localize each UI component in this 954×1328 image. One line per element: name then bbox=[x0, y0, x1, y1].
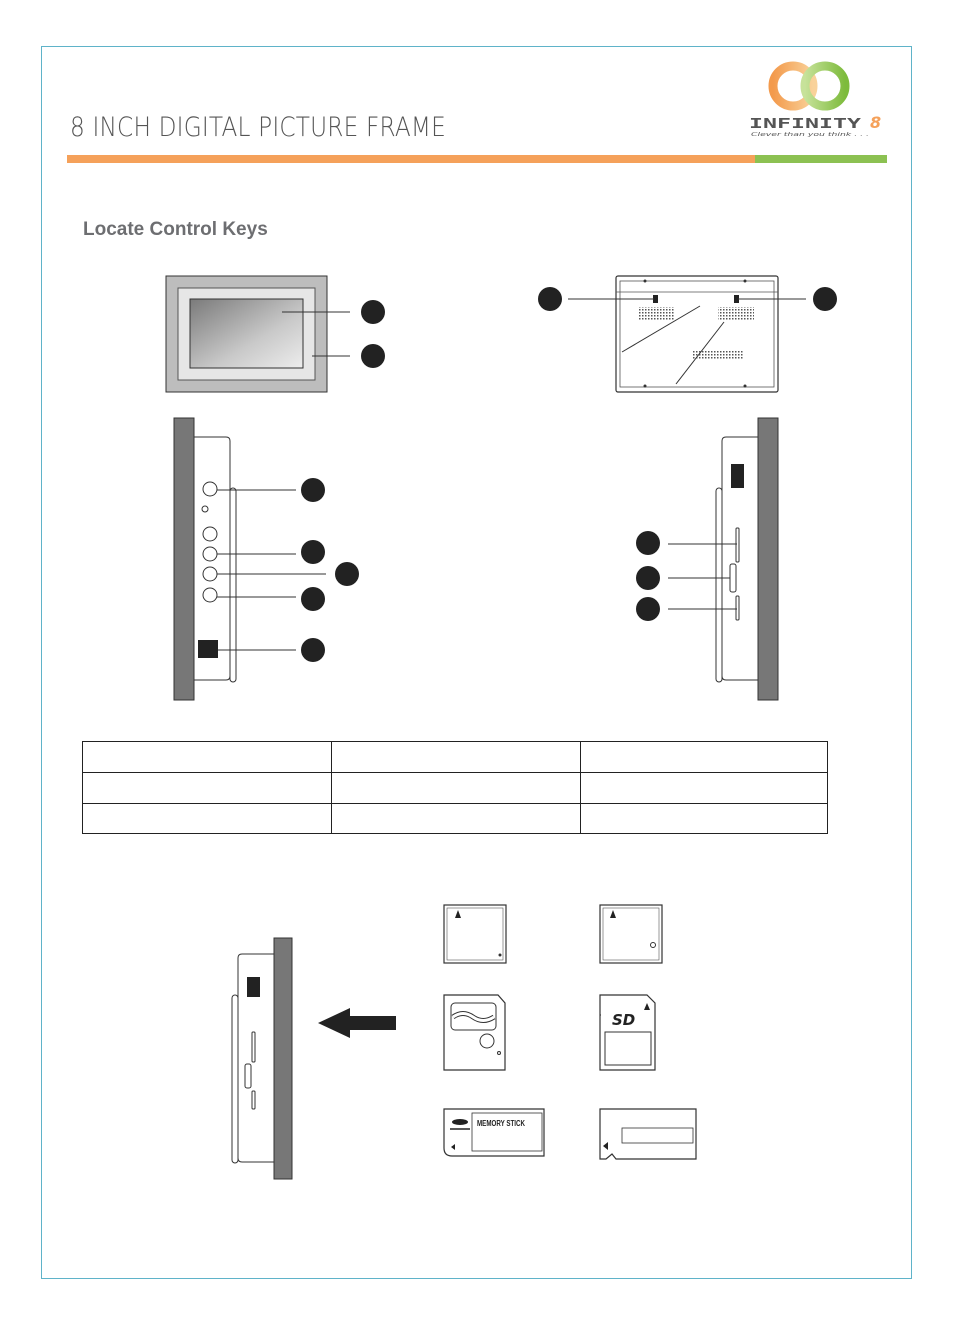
microdrive-card-icon bbox=[599, 904, 663, 964]
callout-marker bbox=[301, 478, 325, 502]
header-rule-orange bbox=[67, 155, 755, 163]
frame-back-view bbox=[538, 275, 837, 393]
logo-ring-right-icon bbox=[800, 61, 850, 111]
sd-card-icon: SD bbox=[599, 994, 656, 1071]
callout-marker bbox=[538, 287, 562, 311]
callout-marker bbox=[813, 287, 837, 311]
callout-marker bbox=[636, 566, 660, 590]
compact-flash-card-icon bbox=[443, 904, 507, 964]
callout-marker bbox=[636, 597, 660, 621]
sd-card-label: SD bbox=[612, 1011, 635, 1029]
smartmedia-card-icon bbox=[443, 994, 506, 1071]
control-keys-table bbox=[82, 741, 828, 834]
table-column-divider bbox=[331, 742, 332, 833]
table-row-divider bbox=[83, 803, 827, 804]
logo-number: 8 bbox=[870, 113, 881, 132]
callout-marker bbox=[301, 540, 325, 564]
frame-front-view bbox=[165, 275, 385, 393]
header-rule-green bbox=[755, 155, 887, 163]
page-border bbox=[41, 46, 912, 1279]
document-title: 8 INCH DIGITAL PICTURE FRAME bbox=[70, 112, 446, 143]
callout-marker bbox=[361, 344, 385, 368]
logo-ring-left-icon bbox=[768, 61, 818, 111]
card-insertion-side-view bbox=[231, 937, 293, 1180]
xd-card-icon bbox=[599, 1108, 697, 1160]
table-column-divider bbox=[580, 742, 581, 833]
memory-stick-card-icon: MEMORY STICK bbox=[443, 1108, 545, 1157]
brand-logo: INFINITY 8 Clever than you think . . . bbox=[749, 61, 881, 138]
arrow-left-icon bbox=[318, 1008, 396, 1038]
table-row-divider bbox=[83, 772, 827, 773]
logo-tagline: Clever than you think . . . bbox=[751, 132, 869, 138]
callout-marker bbox=[301, 587, 325, 611]
section-heading: Locate Control Keys bbox=[83, 219, 268, 240]
frame-left-side-view bbox=[173, 417, 359, 701]
callout-marker bbox=[361, 300, 385, 324]
callout-marker bbox=[335, 562, 359, 586]
frame-right-side-view bbox=[636, 417, 779, 701]
callout-marker bbox=[636, 531, 660, 555]
callout-marker bbox=[301, 638, 325, 662]
logo-wordmark: INFINITY bbox=[749, 117, 861, 132]
memory-stick-label: MEMORY STICK bbox=[477, 1119, 525, 1128]
